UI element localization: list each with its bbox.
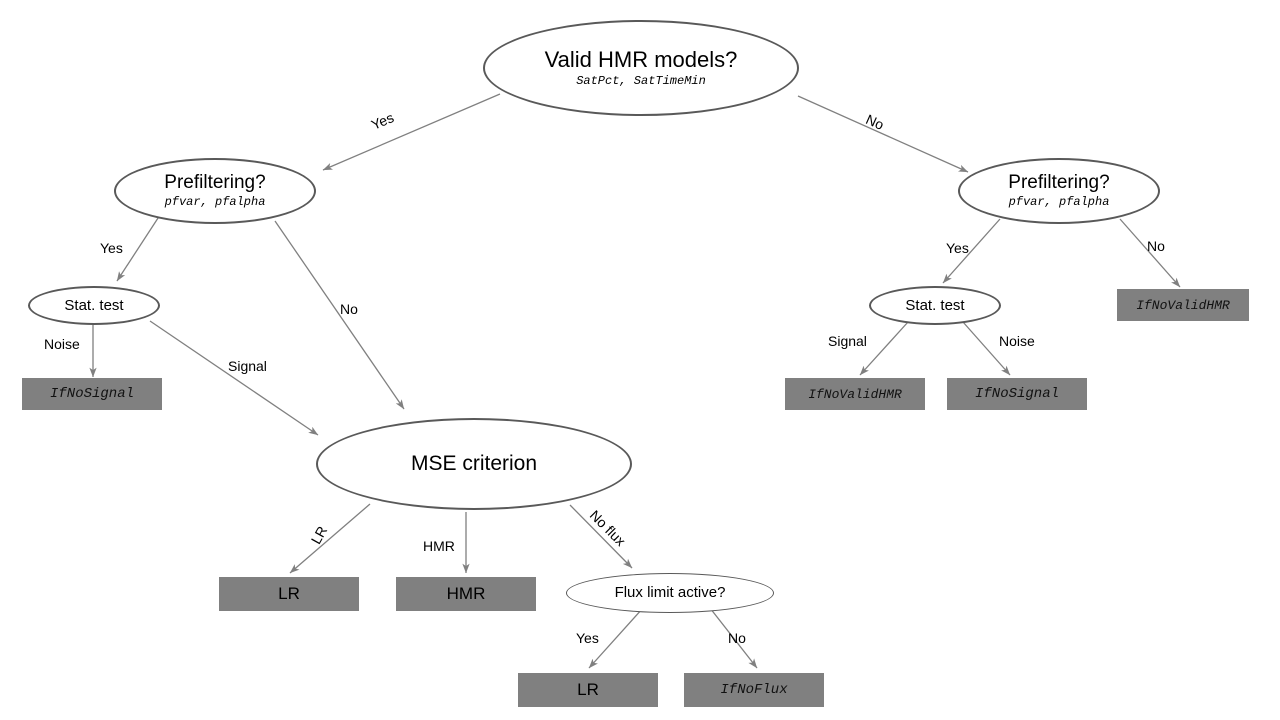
edge-label-flux-no: No: [728, 630, 746, 646]
node-if-no-valid-hmr-mid[interactable]: IfNoValidHMR: [785, 378, 925, 410]
node-prefiltering-left-label: Prefiltering?: [164, 172, 266, 194]
edge-mse-no-flux: [569, 504, 633, 569]
edge-stat-right-signal: [859, 321, 909, 376]
edge-label-stat-right-signal: Signal: [828, 333, 867, 349]
edge-mse-lr: [289, 503, 371, 574]
edge-label-prefilter-left-yes: Yes: [100, 240, 123, 256]
node-flux-limit-active[interactable]: Flux limit active?: [566, 573, 774, 613]
edge-root-yes: [322, 93, 501, 171]
node-hmr-box-label: HMR: [446, 584, 486, 604]
node-if-no-valid-hmr-mid-label: IfNoValidHMR: [808, 386, 902, 402]
node-prefiltering-left[interactable]: Prefiltering? pfvar, pfalpha: [114, 158, 316, 224]
node-mse-criterion[interactable]: MSE criterion: [316, 418, 632, 510]
node-if-no-signal-left[interactable]: IfNoSignal: [22, 378, 162, 410]
edge-stat-right-noise: [962, 321, 1011, 376]
node-lr-box[interactable]: LR: [219, 577, 359, 611]
node-stat-test-right-label: Stat. test: [905, 296, 965, 314]
edge-root-no: [797, 95, 969, 173]
node-lr-box-flux[interactable]: LR: [518, 673, 658, 707]
node-if-no-signal-right-label: IfNoSignal: [974, 386, 1059, 402]
node-if-no-signal-left-label: IfNoSignal: [49, 386, 134, 402]
node-prefiltering-right[interactable]: Prefiltering? pfvar, pfalpha: [958, 158, 1160, 224]
node-prefiltering-left-params: pfvar, pfalpha: [164, 194, 266, 209]
node-if-no-flux[interactable]: IfNoFlux: [684, 673, 824, 707]
node-stat-test-left-label: Stat. test: [64, 296, 124, 314]
edge-label-stat-left-noise: Noise: [44, 336, 80, 352]
node-if-no-signal-right[interactable]: IfNoSignal: [947, 378, 1087, 410]
node-if-no-valid-hmr-right[interactable]: IfNoValidHMR: [1117, 289, 1249, 321]
edge-label-prefilter-left-no: No: [340, 301, 358, 317]
edge-prefilter-right-no: [1119, 218, 1181, 288]
node-stat-test-left[interactable]: Stat. test: [28, 286, 160, 325]
edge-label-flux-yes: Yes: [576, 630, 599, 646]
node-valid-hmr-models-label: Valid HMR models?: [544, 47, 738, 73]
edge-label-stat-right-noise: Noise: [999, 333, 1035, 349]
node-valid-hmr-models[interactable]: Valid HMR models? SatPct, SatTimeMin: [483, 20, 799, 116]
node-hmr-box[interactable]: HMR: [396, 577, 536, 611]
edge-prefilter-left-yes: [116, 214, 161, 282]
edge-prefilter-right-yes: [942, 218, 1001, 284]
edge-prefilter-left-no: [274, 220, 405, 410]
edge-stat-left-signal: [149, 320, 319, 436]
node-flux-limit-active-label: Flux limit active?: [614, 584, 726, 602]
edge-flux-no: [709, 607, 758, 669]
node-if-no-valid-hmr-right-label: IfNoValidHMR: [1136, 297, 1230, 313]
node-if-no-flux-label: IfNoFlux: [720, 682, 788, 698]
edge-flux-yes: [588, 607, 644, 669]
node-mse-criterion-label: MSE criterion: [410, 451, 538, 475]
node-lr-box-flux-label: LR: [577, 680, 599, 700]
node-stat-test-right[interactable]: Stat. test: [869, 286, 1001, 325]
edge-label-prefilter-right-yes: Yes: [946, 240, 969, 256]
edge-label-prefilter-right-no: No: [1147, 238, 1165, 254]
node-valid-hmr-models-params: SatPct, SatTimeMin: [576, 73, 706, 88]
edge-label-mse-hmr: HMR: [423, 538, 455, 554]
node-prefiltering-right-params: pfvar, pfalpha: [1008, 194, 1110, 209]
node-prefiltering-right-label: Prefiltering?: [1008, 172, 1110, 194]
node-lr-box-label: LR: [278, 584, 300, 604]
edge-label-stat-left-signal: Signal: [228, 358, 267, 374]
